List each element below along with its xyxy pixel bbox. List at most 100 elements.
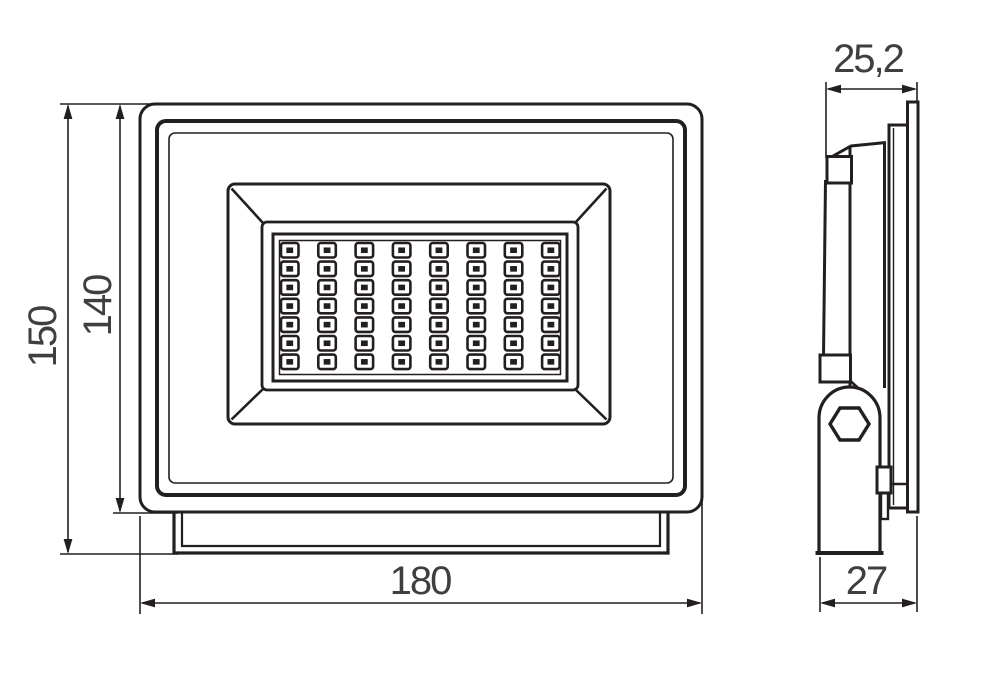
led-chip-core [547,284,555,291]
dim-body-depth: 25,2 [825,37,918,158]
led-chip-core [547,303,555,309]
front-view [138,102,704,555]
led-chip-core [323,266,331,272]
led-chip-core [286,359,294,365]
led-chip-core [398,266,406,272]
led-chip-core [360,359,368,365]
led-chip-core [435,266,443,272]
arrowhead-right-icon [687,598,702,608]
led-chip-core [323,321,331,328]
mount-strip-outline [172,512,670,555]
led-chip-core [398,321,406,328]
side-view [815,100,920,555]
led-chip-core [510,266,517,272]
arrowhead-left-icon [826,84,841,94]
led-window-border [271,232,569,383]
led-chip-core [547,247,555,254]
led-chip-core [286,284,294,291]
bevel-outer-edge [226,182,612,426]
body-top-edge [828,141,887,160]
body-back-edge [822,179,827,358]
bevel-corner-line [230,187,264,224]
led-chip-core [323,303,331,309]
led-chip-core [323,284,331,291]
led-chip-core [323,359,331,365]
led-chip-core [360,284,368,291]
bevel-corner-line [574,187,608,224]
dim-overall-depth: 27 [819,516,918,612]
mount-strip-inner-line [180,512,662,548]
side-front-flange [906,100,920,514]
bevel-corner-line [574,388,608,421]
led-chip-core [472,247,480,254]
back-bottom-tab [818,353,852,384]
led-grid [279,241,561,371]
reflector-panel [226,182,612,426]
led-chip-core [510,321,517,328]
led-chip-core [286,321,294,328]
back-top-tab [825,155,853,185]
side-front-frame [887,123,910,510]
dim-label-180: 180 [390,559,451,603]
dim-label-27: 27 [846,559,887,603]
led-chip-core [472,359,480,365]
arrowhead-down-icon [63,539,73,554]
front-frame-outline [155,119,687,497]
led-chip-core [360,321,368,328]
led-chip-core [398,340,406,347]
led-chip-core [435,359,443,365]
led-chip-core [547,340,555,347]
led-chip-core [286,266,294,272]
led-chip-core [510,359,517,365]
pivot-tab [879,490,890,521]
led-chip-core [398,303,406,309]
led-chip-core [286,340,294,347]
front-frame-inner-line [168,132,674,484]
led-chip-core [435,321,443,328]
dim-label-25-2: 25,2 [833,37,904,81]
hex-bolt-icon [827,406,872,442]
arrowhead-left-icon [140,598,155,608]
dim-label-140: 140 [76,275,120,336]
bracket-clamp [875,465,893,495]
led-chip-core [398,247,406,254]
led-chip-core [360,340,368,347]
led-chip-core [360,247,368,254]
arrowhead-left-icon [820,598,835,608]
bevel-corner-line [230,388,264,421]
arrowhead-up-icon [63,104,73,119]
led-chip-core [286,303,294,309]
led-chip-core [510,284,517,291]
led-chip-core [510,247,517,254]
led-chip-core [547,266,555,272]
dim-overall-height: 150 [21,103,178,555]
led-chip-core [360,266,368,272]
dim-width: 180 [139,496,703,614]
arrowhead-down-icon [115,498,125,513]
led-chip-core [547,359,555,365]
led-chip-core [435,340,443,347]
arrowhead-up-icon [115,104,125,119]
led-chip-core [398,284,406,291]
led-chip-core [547,321,555,328]
dim-body-height: 140 [76,104,178,514]
led-chip-core [360,303,368,309]
led-chip-core [435,303,443,309]
led-chip-core [510,303,517,309]
led-chip-core [472,321,480,328]
led-chip-core [472,284,480,291]
bevel-inner-edge [260,220,580,392]
led-chip-core [472,266,480,272]
led-chip-core [472,303,480,309]
led-chip-core [398,359,406,365]
arrowhead-right-icon [902,598,917,608]
arrowhead-right-icon [902,84,917,94]
led-chip-core [323,247,331,254]
led-chip-core [323,340,331,347]
housing-outline [138,102,704,514]
led-chip-core [435,284,443,291]
led-chip-core [510,340,517,347]
dim-label-150: 150 [21,306,65,367]
led-chip-core [472,340,480,347]
